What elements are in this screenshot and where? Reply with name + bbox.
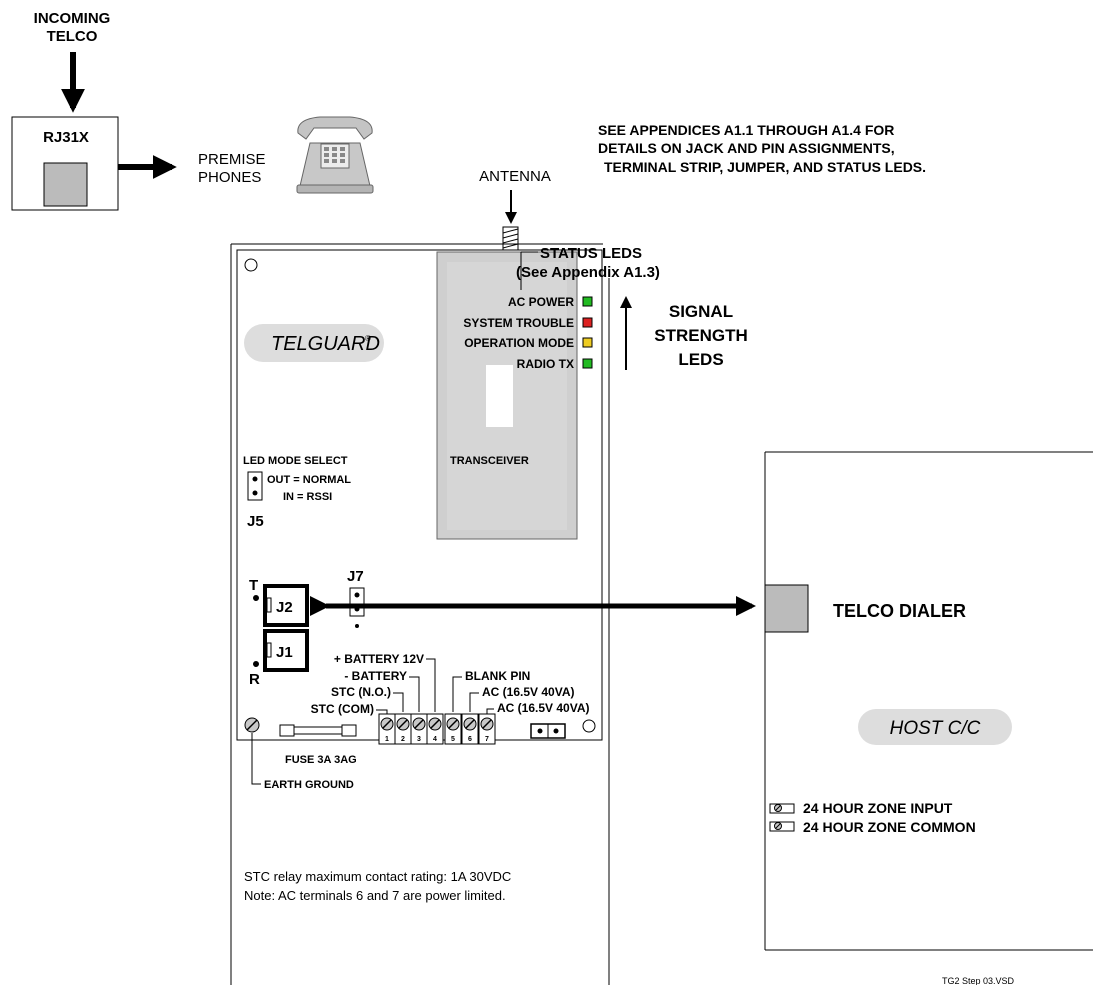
appendix-note-line-2: DETAILS ON JACK AND PIN ASSIGNMENTS, [598, 140, 895, 156]
j2-jack[interactable]: J2 [263, 584, 309, 627]
zone-input-label: 24 HOUR ZONE INPUT [803, 800, 953, 816]
telco-dialer-label: TELCO DIALER [833, 601, 966, 621]
telephone-icon [296, 116, 374, 194]
fuse-label: FUSE 3A 3AG [285, 754, 357, 766]
terminal-number: 5 [451, 736, 455, 743]
zone-common-terminal[interactable] [769, 821, 795, 832]
host-panel-label: HOST C/C [890, 718, 981, 739]
status-led-system-trouble: SYSTEM TROUBLE [463, 316, 593, 330]
j7-dot [355, 624, 359, 628]
terminal-number: 3 [417, 736, 421, 743]
zone-common-label: 24 HOUR ZONE COMMON [803, 819, 976, 835]
status-led-ac-power: AC POWER [508, 295, 593, 309]
ac-power-note: Note: AC terminals 6 and 7 are power lim… [244, 888, 506, 903]
j7-label: J7 [347, 568, 364, 585]
j2-label: J2 [276, 599, 293, 616]
fuse [279, 724, 357, 737]
terminal-screw[interactable] [461, 713, 479, 745]
rj31x-label: RJ31X [43, 129, 89, 146]
status-led-indicator [582, 358, 593, 369]
telguard-enclosure [230, 243, 610, 985]
terminal-screw[interactable] [410, 713, 428, 745]
appendix-note-line-1: SEE APPENDICES A1.1 THROUGH A1.4 FOR [598, 122, 894, 138]
aux-connector [530, 723, 566, 739]
r-terminal-label: R [249, 671, 260, 688]
terminal-screw[interactable] [444, 713, 462, 745]
status-led-list: AC POWER SYSTEM TROUBLE OPERATION MODE R… [463, 295, 593, 371]
board-mount-hole [244, 258, 258, 272]
status-led-indicator [582, 317, 593, 328]
blank-pin-label: BLANK PIN [465, 669, 530, 683]
telco-dialer-port[interactable] [764, 584, 809, 633]
t-terminal-label: T [249, 577, 258, 594]
status-led-label: AC POWER [508, 295, 574, 309]
drawing-id: TG2 Step 03.VSD [942, 976, 1015, 985]
status-led-indicator [582, 296, 593, 307]
terminal-number: 6 [468, 736, 472, 743]
rj31x-socket [43, 162, 88, 207]
stc-com-label: STC (COM) [311, 702, 374, 716]
premise-phones-label-2: PHONES [198, 169, 261, 186]
terminal-number: 4 [433, 736, 437, 743]
telguard-logo: TELGUARD ® [244, 324, 384, 362]
battery-negative-label: - BATTERY [344, 669, 407, 683]
earth-ground-screw[interactable] [244, 717, 260, 733]
terminal-numbers: 1 2 3 4 5 6 7 [385, 736, 489, 743]
status-led-radio-tx: RADIO TX [517, 357, 593, 371]
status-led-connectors [520, 251, 538, 290]
appendix-note-line-3: TERMINAL STRIP, JUMPER, AND STATUS LEDS. [604, 159, 926, 175]
zone-input-terminal[interactable] [769, 803, 795, 814]
led-mode-in-label: IN = RSSI [283, 491, 332, 503]
premise-phones-label-1: PREMISE [198, 151, 266, 168]
status-led-indicator [582, 337, 593, 348]
signal-strength-label-1: SIGNAL [669, 302, 733, 321]
antenna-label: ANTENNA [479, 168, 551, 185]
status-leds-subtitle: (See Appendix A1.3) [516, 264, 660, 281]
signal-strength-label-3: LEDS [678, 350, 723, 369]
led-mode-title: LED MODE SELECT [243, 455, 348, 467]
j1-label: J1 [276, 644, 293, 661]
j1-jack[interactable]: J1 [263, 629, 309, 672]
host-panel [764, 451, 1093, 951]
antenna-coil [502, 226, 519, 252]
earth-ground-label: EARTH GROUND [264, 779, 354, 791]
stc-no-label: STC (N.O.) [331, 685, 391, 699]
rj31x-jack: RJ31X [11, 116, 119, 211]
terminal-number: 1 [385, 736, 389, 743]
t-terminal-dot [253, 595, 259, 601]
transceiver-module: TRANSCEIVER [436, 251, 578, 540]
registered-mark: ® [365, 334, 371, 343]
host-panel-badge: HOST C/C [858, 709, 1012, 745]
signal-strength-label-2: STRENGTH [654, 326, 748, 345]
terminal-screw[interactable] [378, 713, 396, 745]
incoming-telco-label-2: TELCO [47, 28, 98, 45]
r-terminal-dot [253, 661, 259, 667]
terminal-number: 7 [485, 736, 489, 743]
transceiver-label: TRANSCEIVER [450, 455, 529, 467]
terminal-leader-lines [376, 658, 494, 714]
battery-positive-label: + BATTERY 12V [334, 652, 424, 666]
terminal-screw[interactable] [426, 713, 444, 745]
status-leds-title: STATUS LEDS [540, 245, 642, 262]
status-led-label: OPERATION MODE [464, 336, 574, 350]
incoming-telco-label-1: INCOMING [34, 10, 111, 27]
status-led-label: SYSTEM TROUBLE [463, 316, 574, 330]
j7-jumper[interactable] [349, 587, 365, 617]
board-mount-hole [582, 719, 596, 733]
terminal-strip [378, 713, 496, 745]
status-led-operation-mode: OPERATION MODE [464, 336, 593, 350]
j5-jumper[interactable] [247, 471, 263, 501]
earth-ground-leader [251, 733, 261, 785]
ac-terminal-label: AC (16.5V 40VA) [482, 685, 574, 699]
telguard-brand: TELGUARD [271, 333, 380, 355]
status-led-label: RADIO TX [517, 357, 574, 371]
terminal-screw[interactable] [478, 713, 496, 745]
ac-terminal-label: AC (16.5V 40VA) [497, 701, 589, 715]
led-mode-out-label: OUT = NORMAL [267, 474, 351, 486]
j5-label: J5 [247, 513, 264, 530]
relay-rating-note: STC relay maximum contact rating: 1A 30V… [244, 869, 511, 884]
terminal-number: 2 [401, 736, 405, 743]
